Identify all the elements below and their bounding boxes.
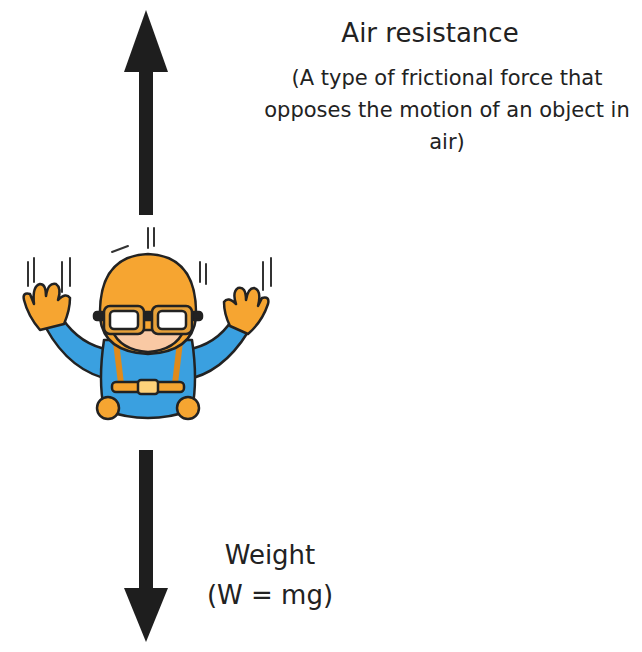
force-arrow-up: [124, 10, 168, 215]
force-arrow-down: [124, 450, 168, 642]
force-label: Weight: [180, 538, 360, 572]
formula-label: (W = mg): [170, 578, 370, 612]
force-label: Air resistance: [300, 16, 560, 50]
skydiver: [24, 254, 269, 419]
force-description: (A type of frictional force that opposes…: [262, 62, 632, 158]
